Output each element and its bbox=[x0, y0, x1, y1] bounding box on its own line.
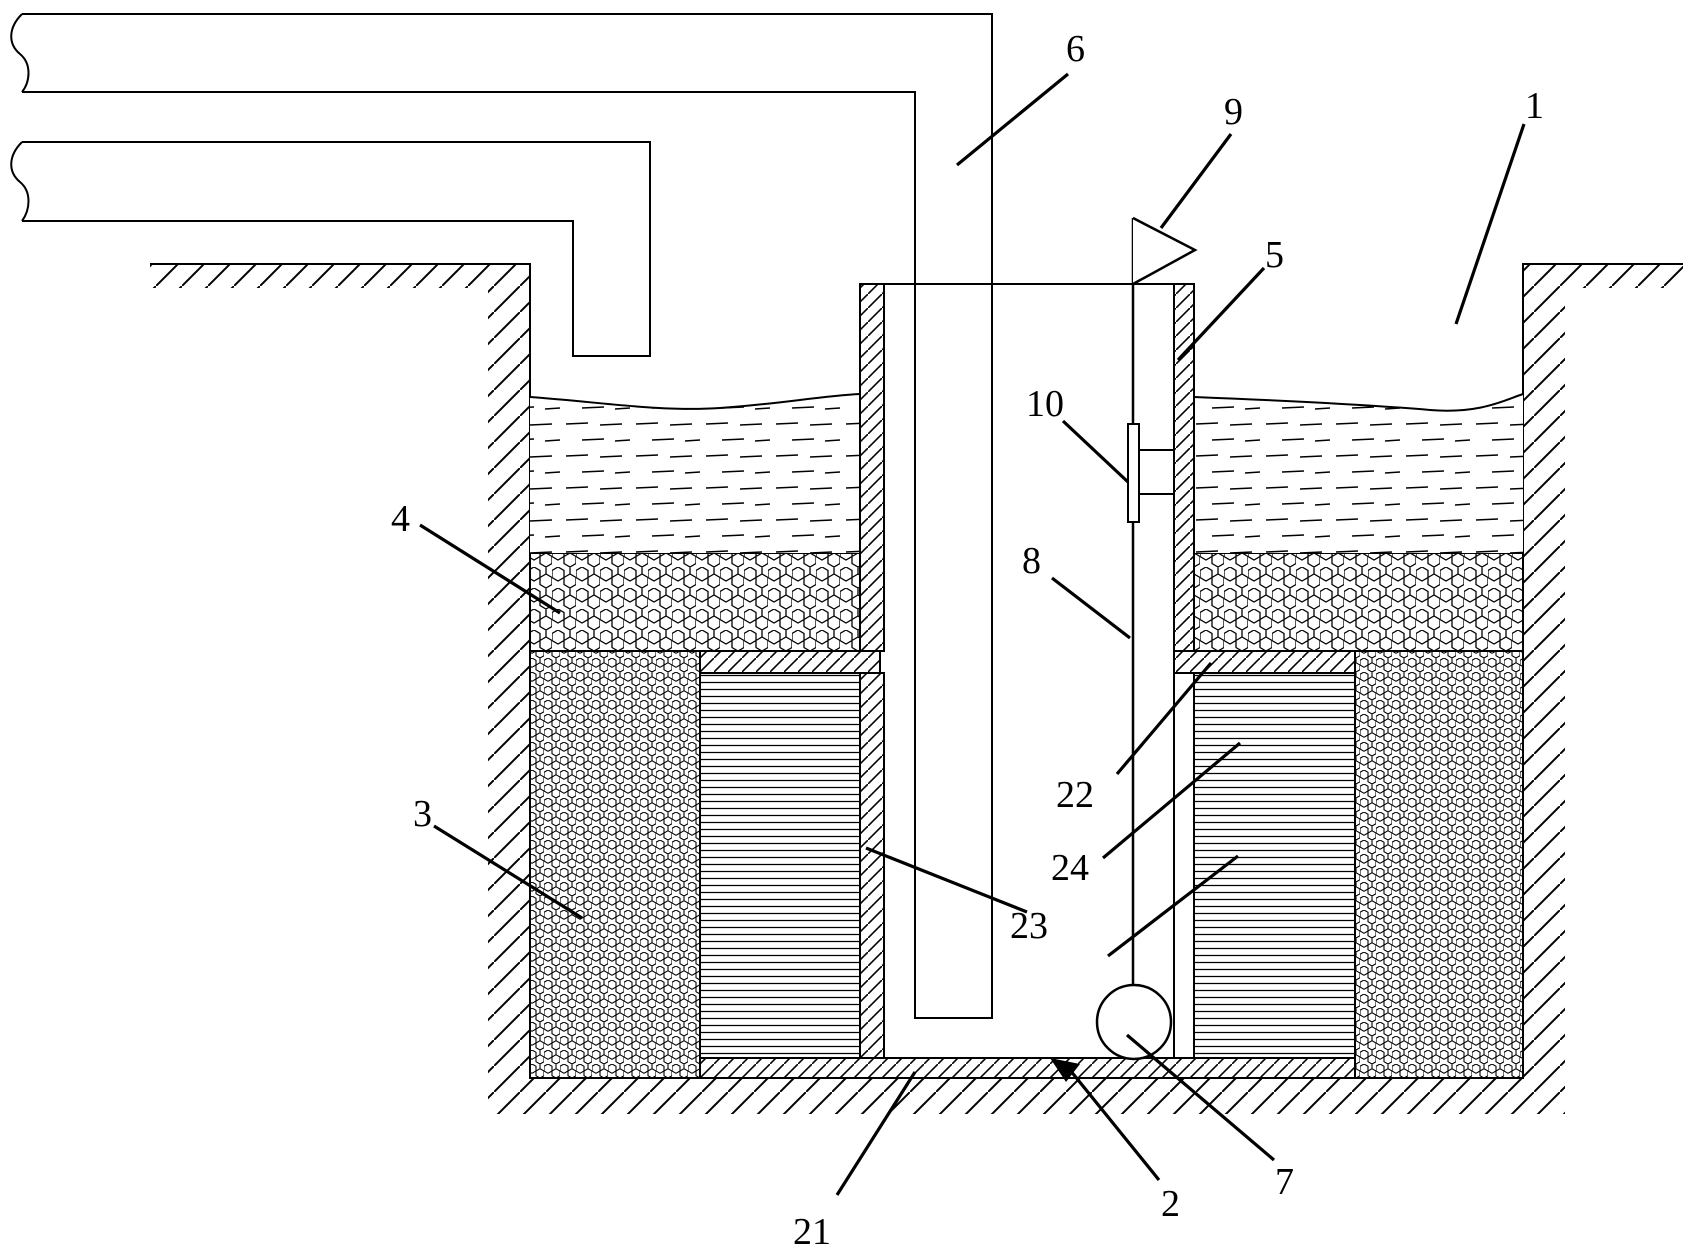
label-23: 23 bbox=[1010, 905, 1048, 947]
label-9: 9 bbox=[1224, 91, 1243, 133]
gravel-layer-left bbox=[529, 650, 701, 1079]
leader-lines bbox=[419, 72, 1526, 1196]
label-5: 5 bbox=[1265, 234, 1284, 276]
top-plate-left bbox=[699, 650, 881, 674]
label-2: 2 bbox=[1161, 1183, 1180, 1225]
arrow-2 bbox=[1050, 1058, 1080, 1082]
float-ball bbox=[1095, 983, 1173, 1061]
label-1: 1 bbox=[1525, 85, 1544, 127]
inner-wall-left bbox=[859, 672, 885, 1059]
ground bbox=[150, 263, 1683, 1114]
label-22: 22 bbox=[1056, 774, 1094, 816]
water-right bbox=[1194, 394, 1523, 553]
filter-block-left bbox=[699, 672, 861, 1059]
coarse-layer-right bbox=[1193, 552, 1524, 652]
gravel-layer-right bbox=[1354, 650, 1524, 1079]
water-left bbox=[530, 394, 860, 553]
coarse-layer-left bbox=[529, 552, 861, 652]
label-8: 8 bbox=[1022, 540, 1041, 582]
label-21: 21 bbox=[793, 1211, 831, 1246]
top-plate-right bbox=[1173, 650, 1356, 674]
label-10: 10 bbox=[1026, 383, 1064, 425]
label-7: 7 bbox=[1275, 1161, 1294, 1203]
bottom-plate bbox=[699, 1057, 1356, 1079]
casing-wall-right bbox=[1173, 283, 1195, 652]
label-24: 24 bbox=[1051, 847, 1089, 889]
casing-wall-left bbox=[859, 283, 885, 652]
inner-wall-right bbox=[1173, 672, 1195, 1059]
label-3: 3 bbox=[413, 793, 432, 835]
pipe-outer bbox=[22, 13, 993, 1019]
pipe-inner bbox=[22, 141, 651, 357]
guide-clamp bbox=[1127, 423, 1140, 523]
filter-block-right bbox=[1193, 672, 1356, 1059]
indicator-flag bbox=[1132, 216, 1198, 286]
label-6: 6 bbox=[1066, 28, 1085, 70]
label-4: 4 bbox=[391, 498, 410, 540]
